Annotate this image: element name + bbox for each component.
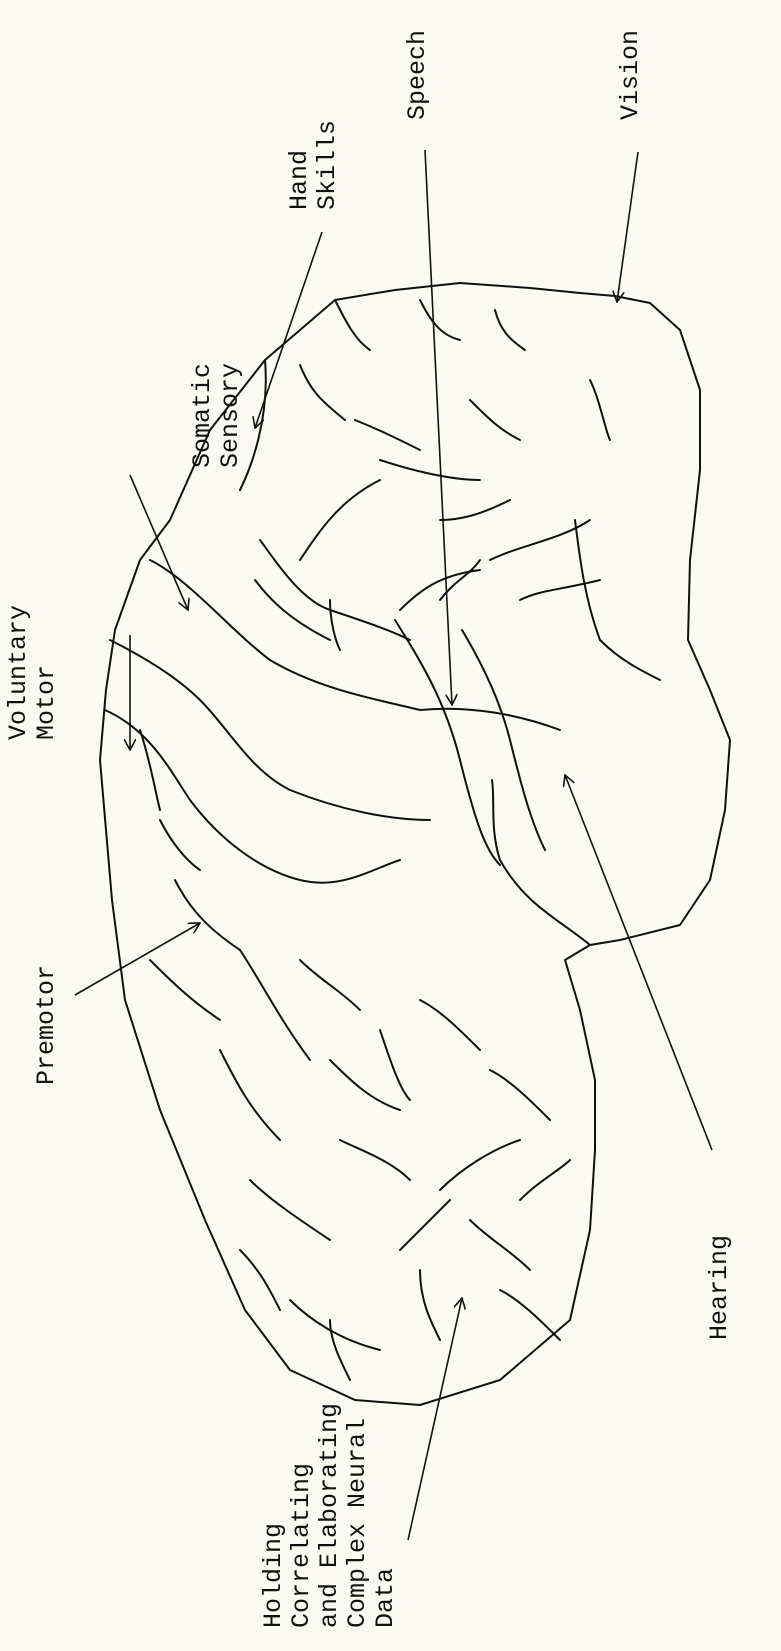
label-somatic-sensory: Somatic Sensory (189, 363, 245, 468)
holding-arrow (408, 1298, 462, 1540)
label-hand-skills: Hand Skills (286, 120, 342, 210)
premotor-arrow (75, 923, 200, 995)
label-speech: Speech (404, 30, 432, 120)
label-holding-correlating: Holding Correlating and Elaborating Comp… (260, 1403, 400, 1628)
somatic-sensory-arrow (130, 475, 188, 610)
speech-arrow (425, 150, 452, 705)
label-voluntary-motor: Voluntary Motor (5, 605, 61, 740)
label-vision: Vision (617, 30, 645, 120)
vision-arrow (617, 152, 638, 302)
hearing-arrow (565, 775, 712, 1150)
label-premotor: Premotor (33, 965, 61, 1085)
label-hearing: Hearing (706, 1235, 734, 1340)
hand-skills-arrow (255, 232, 322, 428)
